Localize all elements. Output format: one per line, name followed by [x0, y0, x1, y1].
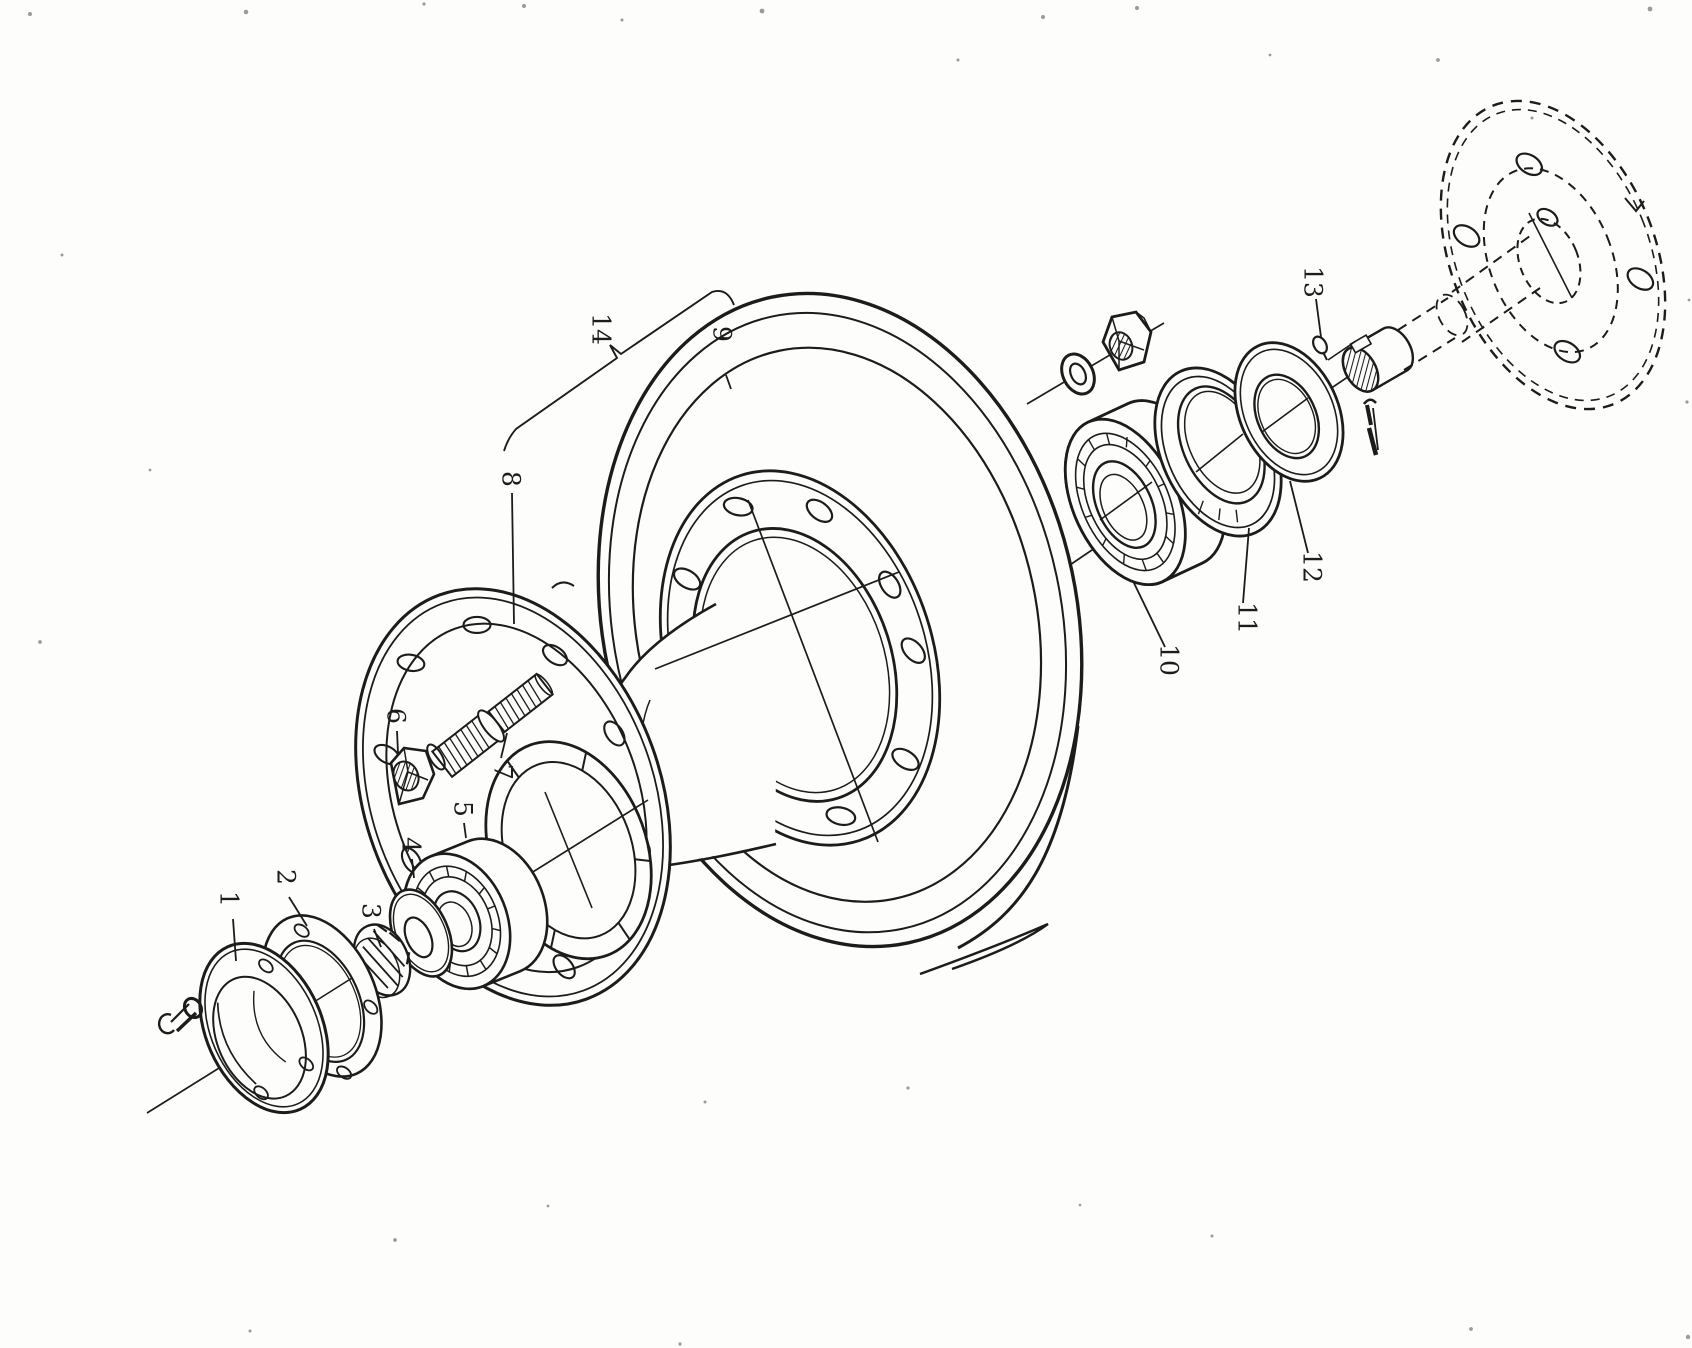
part-number-6: 6: [382, 708, 411, 724]
part-number-9: 9: [708, 326, 737, 342]
leader-line-12: [1289, 480, 1309, 554]
stud-lock-washer: [426, 743, 446, 771]
part-label-6: 6: [382, 708, 411, 754]
part-label-3: 3: [357, 903, 386, 948]
leader-line-2: [288, 896, 308, 927]
spindle-nut: [1101, 310, 1153, 372]
leader-line-10: [1132, 580, 1166, 648]
axis-through-cup: [1195, 433, 1244, 473]
flange-crossline: [1528, 212, 1573, 299]
axle-shaft-dashed: [1397, 235, 1541, 371]
leader-line-9: [725, 374, 732, 390]
leader-line-11: [1242, 527, 1250, 604]
part-number-13: 13: [1299, 266, 1328, 298]
part-number-10: 10: [1155, 644, 1184, 676]
part-number-2: 2: [272, 869, 301, 885]
part-7-stud: [430, 672, 555, 779]
part-label-10: 10: [1132, 580, 1184, 676]
part-label-5: 5: [449, 801, 478, 839]
axle-flange-dashed: [1439, 99, 1667, 411]
part-number-8: 8: [497, 471, 526, 487]
leader-line-3: [373, 928, 382, 948]
part-label-1: 1: [215, 891, 244, 962]
bracket-line-14: [503, 289, 735, 452]
roller-ticks: [1076, 433, 1175, 571]
part-6-stud-nut: [389, 746, 436, 806]
axis-through-bearing: [1099, 481, 1153, 521]
leader-line-4: [411, 858, 415, 879]
leader-line-13: [1315, 298, 1322, 338]
part-label-7: 7: [489, 732, 518, 780]
axis-through-seal: [1261, 397, 1309, 433]
part-label-9: 9: [708, 326, 737, 390]
part-label-8: 8: [497, 471, 526, 625]
part-1-hub-cap: [198, 941, 330, 1115]
leader-line-1: [232, 918, 237, 962]
leader-line-6: [396, 730, 399, 754]
part-13-pin: [1312, 335, 1328, 361]
part-label-4: 4: [397, 837, 426, 879]
part-label-2: 2: [272, 869, 308, 927]
part-number-14: 14: [587, 313, 616, 345]
part-number-12: 12: [1298, 551, 1327, 583]
part-label-12: 12: [1289, 480, 1327, 583]
axle-shaft-end: [1341, 326, 1415, 393]
cotter-pin-right: [1363, 398, 1379, 456]
leader-line-5: [463, 822, 467, 839]
part-number-1: 1: [215, 891, 244, 907]
part-number-7: 7: [489, 764, 518, 780]
part-number-4: 4: [397, 837, 426, 853]
leader-line-8: [511, 492, 515, 625]
part-number-11: 11: [1233, 602, 1262, 634]
scan-speckles: [28, 2, 1691, 1346]
spindle-lock-washer: [1060, 352, 1096, 396]
cotter-pin-left: [157, 996, 204, 1035]
drum-bore-crosslines: [654, 499, 900, 843]
leader-line-7: [500, 732, 508, 759]
edge-leader-tick: [1624, 197, 1645, 213]
part-label-13: 13: [1299, 266, 1328, 338]
axis-to-axle-face: [1327, 340, 1357, 361]
part-number-3: 3: [357, 903, 386, 919]
part-number-5: 5: [449, 801, 478, 817]
part-label-11: 11: [1233, 527, 1262, 634]
part-label-14: 14: [503, 289, 735, 452]
